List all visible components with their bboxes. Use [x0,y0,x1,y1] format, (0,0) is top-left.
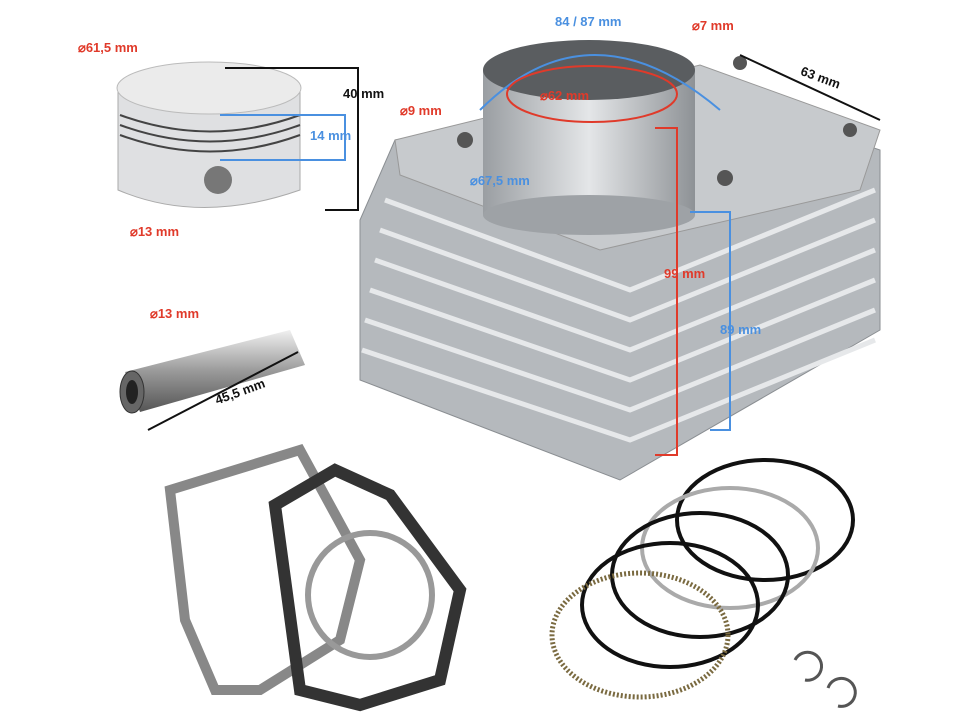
cylinder-total-height-label: 99 mm [664,266,706,281]
piston-height-label: 40 mm [343,86,385,101]
cylinder-fin-height-label: 89 mm [720,322,762,337]
pin-diameter-label: ⌀13 mm [150,306,200,321]
diameter-icon: ⌀ [692,18,700,33]
piston-diameter-label: ⌀61,5 mm [78,40,138,55]
cylinder-bore-label: ⌀62 mm [540,88,590,103]
gaskets [164,444,467,712]
diameter-icon: ⌀ [150,306,158,321]
piston [116,61,302,208]
cylinder [359,40,881,481]
piston-compression-height-label: 14 mm [310,128,352,143]
piston-pin [119,330,305,414]
piston-rings [549,458,857,708]
diameter-icon: ⌀ [130,224,138,239]
piston-pin-bore-label: ⌀13 mm [130,224,180,239]
cylinder-stud-hole-label: ⌀7 mm [692,18,734,33]
diameter-icon: ⌀ [400,103,408,118]
diameter-icon: ⌀ [78,40,86,55]
diameter-icon: ⌀ [470,173,478,188]
cylinder-stud-spacing-label: 84 / 87 mm [555,14,622,29]
cylinder-spigot-label: ⌀67,5 mm [470,173,530,188]
diameter-icon: ⌀ [540,88,548,103]
cylinder-hole-label: ⌀9 mm [400,103,442,118]
dimension-lines [147,54,881,456]
